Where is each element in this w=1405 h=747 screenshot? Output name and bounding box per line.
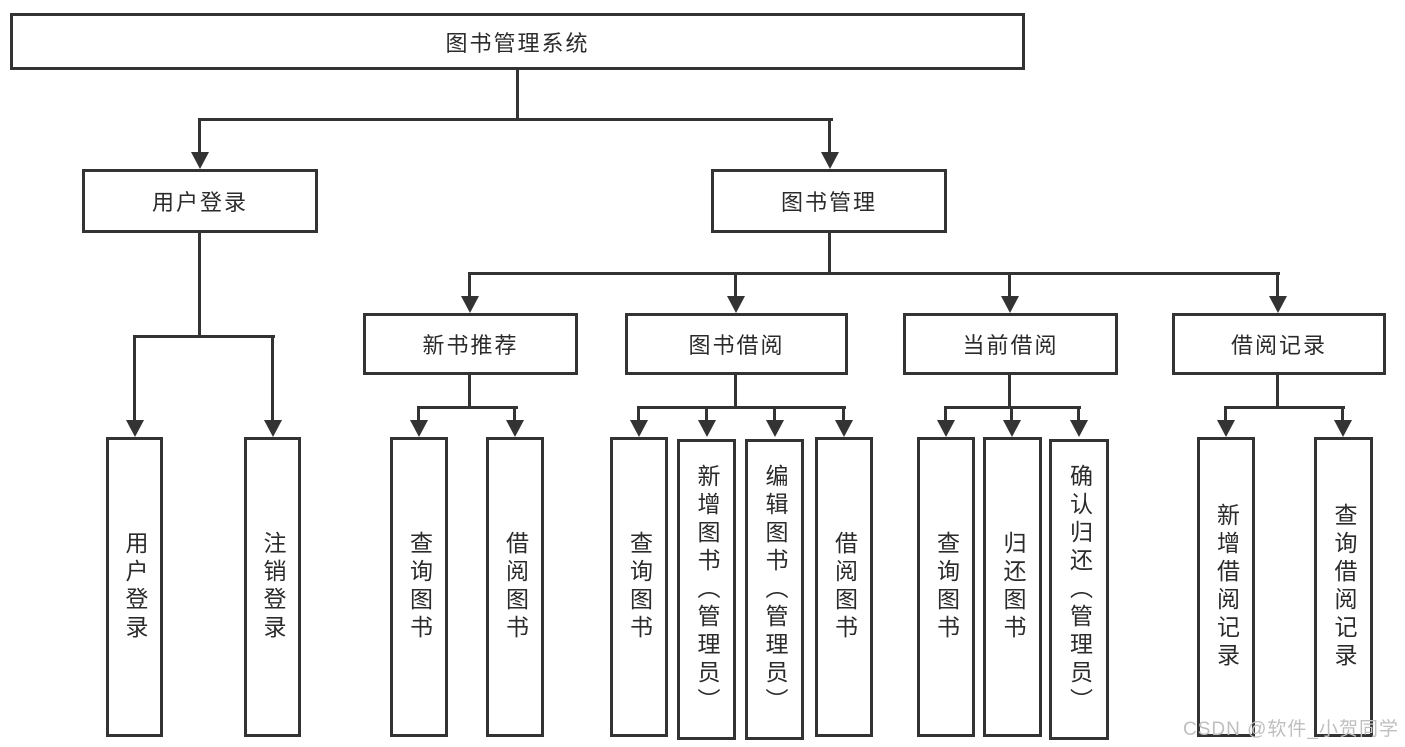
node-new-book-recommend: 新书推荐 xyxy=(363,313,578,375)
connector-line xyxy=(1276,375,1279,409)
arrow-down-icon xyxy=(835,420,853,437)
arrow-down-icon xyxy=(1003,420,1021,437)
node-label: 图书借阅 xyxy=(688,333,785,358)
node-label: 编辑图书（管理员） xyxy=(762,463,788,716)
node-label: 用户登录 xyxy=(122,531,148,643)
connector-line xyxy=(944,406,947,424)
node-leaf-confirm-return-admin: 确认归还（管理员） xyxy=(1049,439,1109,740)
node-leaf-query-borrow-record: 查询借阅记录 xyxy=(1314,437,1373,737)
node-label: 查询借阅记录 xyxy=(1331,503,1357,671)
node-label: 确认归还（管理员） xyxy=(1066,463,1093,716)
connector-line xyxy=(637,406,640,424)
connector-line xyxy=(468,272,1280,275)
node-root: 图书管理系统 xyxy=(10,13,1025,70)
node-book-management: 图书管理 xyxy=(711,169,947,233)
node-label: 注销登录 xyxy=(260,531,286,643)
arrow-down-icon xyxy=(698,420,716,437)
connector-line xyxy=(773,406,776,424)
node-book-borrow: 图书借阅 xyxy=(625,313,848,375)
node-label: 图书管理系统 xyxy=(445,30,590,56)
arrow-down-icon xyxy=(1334,420,1352,437)
arrow-down-icon xyxy=(506,420,524,437)
arrow-down-icon xyxy=(1070,420,1088,437)
arrow-down-icon xyxy=(727,296,745,313)
node-leaf-edit-book-admin: 编辑图书（管理员） xyxy=(745,439,804,740)
arrow-down-icon xyxy=(461,296,479,313)
arrow-down-icon xyxy=(766,420,784,437)
connector-line xyxy=(828,118,831,155)
node-leaf-borrow-books: 借阅图书 xyxy=(486,437,544,737)
arrow-down-icon xyxy=(1269,296,1287,313)
node-label: 借阅图书 xyxy=(502,531,529,643)
node-leaf-borrow-books: 借阅图书 xyxy=(815,437,873,737)
node-label: 图书管理 xyxy=(780,190,877,215)
arrow-down-icon xyxy=(630,420,648,437)
connector-line xyxy=(271,335,274,423)
node-label: 归还图书 xyxy=(1000,531,1026,643)
connector-line xyxy=(513,406,516,424)
node-label: 借阅记录 xyxy=(1230,333,1327,358)
node-current-borrow: 当前借阅 xyxy=(903,313,1118,375)
connector-line xyxy=(734,272,737,300)
arrow-down-icon xyxy=(1217,420,1235,437)
connector-line xyxy=(1077,406,1080,424)
connector-line xyxy=(417,406,420,424)
connector-line xyxy=(468,375,471,409)
node-leaf-logout: 注销登录 xyxy=(244,437,301,737)
connector-line xyxy=(133,335,136,423)
node-label: 查询图书 xyxy=(406,531,433,643)
connector-line xyxy=(842,406,845,424)
connector-line xyxy=(705,406,708,424)
node-leaf-query-books: 查询图书 xyxy=(917,437,975,737)
node-leaf-return-books: 归还图书 xyxy=(983,437,1042,737)
arrow-down-icon xyxy=(264,420,282,437)
connector-line xyxy=(1224,406,1227,424)
connector-line xyxy=(828,233,831,275)
node-label: 查询图书 xyxy=(626,531,653,643)
node-leaf-query-books: 查询图书 xyxy=(610,437,668,737)
connector-line xyxy=(468,272,471,300)
node-label: 查询图书 xyxy=(933,531,960,643)
node-user-login: 用户登录 xyxy=(82,169,318,233)
node-leaf-add-borrow-record: 新增借阅记录 xyxy=(1197,437,1255,737)
connector-line xyxy=(637,406,846,409)
connector-line xyxy=(734,375,737,409)
arrow-down-icon xyxy=(126,420,144,437)
node-label: 借阅图书 xyxy=(831,531,858,643)
connector-line xyxy=(1276,272,1279,300)
arrow-down-icon xyxy=(410,420,428,437)
connector-line xyxy=(133,335,275,338)
node-leaf-user-login: 用户登录 xyxy=(106,437,163,737)
node-borrow-records: 借阅记录 xyxy=(1172,313,1386,375)
node-label: 新增借阅记录 xyxy=(1213,503,1240,671)
node-label: 新书推荐 xyxy=(422,333,519,358)
connector-line xyxy=(198,233,201,338)
connector-line xyxy=(516,70,519,120)
node-label: 用户登录 xyxy=(151,190,248,215)
connector-line xyxy=(1341,406,1344,424)
node-label: 当前借阅 xyxy=(962,333,1059,358)
arrow-down-icon xyxy=(191,152,209,169)
connector-line xyxy=(1008,272,1011,300)
csdn-watermark: CSDN @软件_小贺同学 xyxy=(1183,719,1399,740)
connector-line xyxy=(417,406,518,409)
arrow-down-icon xyxy=(937,420,955,437)
connector-line xyxy=(1224,406,1345,409)
node-label: 新增图书（管理员） xyxy=(694,463,720,716)
connector-line xyxy=(198,118,833,121)
connector-line xyxy=(1008,375,1011,409)
connector-line xyxy=(1010,406,1013,424)
arrow-down-icon xyxy=(821,152,839,169)
node-leaf-add-book-admin: 新增图书（管理员） xyxy=(677,439,736,740)
connector-line xyxy=(198,118,201,155)
arrow-down-icon xyxy=(1001,296,1019,313)
node-leaf-query-books: 查询图书 xyxy=(390,437,448,737)
